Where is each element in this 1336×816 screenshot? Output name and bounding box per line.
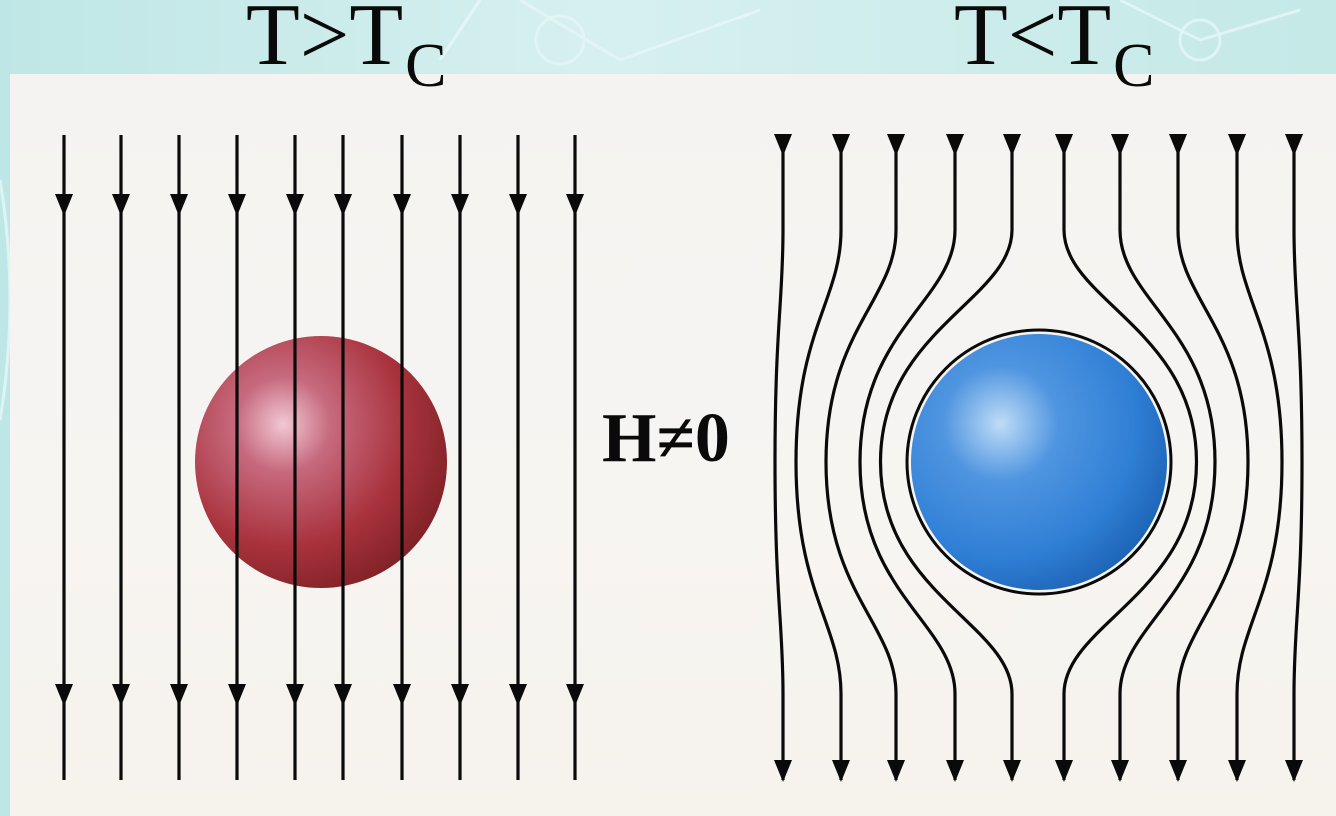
field-arrow bbox=[1169, 760, 1187, 782]
field-arrow bbox=[887, 134, 905, 156]
field-arrow bbox=[1111, 760, 1129, 782]
field-arrow bbox=[112, 684, 130, 706]
field-arrow bbox=[286, 684, 304, 706]
field-arrow bbox=[393, 684, 411, 706]
field-arrow bbox=[286, 194, 304, 216]
normal-state-field-lines bbox=[55, 135, 584, 780]
superconducting-state-title-text: T<T bbox=[954, 0, 1112, 84]
sphere-outline bbox=[905, 328, 1173, 596]
normal-state-title-subscript: C bbox=[405, 32, 447, 100]
field-arrow bbox=[334, 194, 352, 216]
field-arrow bbox=[509, 194, 527, 216]
superconducting-state-title: T<TC bbox=[954, 0, 1155, 97]
normal-state-title: T>TC bbox=[246, 0, 447, 97]
field-arrow bbox=[566, 194, 584, 216]
field-arrow bbox=[334, 684, 352, 706]
field-arrow bbox=[1055, 760, 1073, 782]
field-arrow bbox=[1003, 134, 1021, 156]
field-arrow bbox=[1228, 134, 1246, 156]
field-arrow bbox=[1055, 134, 1073, 156]
field-arrow bbox=[832, 134, 850, 156]
field-arrow bbox=[1285, 134, 1303, 156]
field-arrow bbox=[55, 684, 73, 706]
normal-state-title-text: T>T bbox=[246, 0, 404, 84]
field-arrow bbox=[887, 760, 905, 782]
field-line bbox=[794, 135, 843, 780]
field-arrow bbox=[946, 134, 964, 156]
field-arrow bbox=[170, 194, 188, 216]
field-line bbox=[858, 135, 957, 780]
field-line bbox=[1118, 135, 1217, 780]
field-arrow bbox=[393, 194, 411, 216]
field-line bbox=[1062, 135, 1199, 780]
superconducting-state-sphere bbox=[911, 334, 1167, 590]
field-arrow bbox=[946, 760, 964, 782]
field-arrow bbox=[170, 684, 188, 706]
field-label: H≠0 bbox=[602, 400, 730, 477]
field-arrow bbox=[1003, 760, 1021, 782]
field-arrow bbox=[228, 684, 246, 706]
field-arrow bbox=[55, 194, 73, 216]
field-line bbox=[773, 135, 785, 780]
normal-state-sphere bbox=[195, 336, 447, 588]
field-arrow bbox=[112, 194, 130, 216]
field-arrow bbox=[451, 194, 469, 216]
field-arrow bbox=[774, 134, 792, 156]
superconducting-state-title-subscript: C bbox=[1113, 32, 1155, 100]
field-arrow bbox=[228, 194, 246, 216]
field-line bbox=[1292, 135, 1304, 780]
field-arrow bbox=[451, 684, 469, 706]
field-arrow bbox=[774, 760, 792, 782]
field-arrow bbox=[832, 760, 850, 782]
field-arrow bbox=[509, 684, 527, 706]
field-arrow bbox=[1228, 760, 1246, 782]
field-line bbox=[1176, 135, 1250, 780]
field-line bbox=[1235, 135, 1284, 780]
field-arrow bbox=[566, 684, 584, 706]
field-arrow bbox=[1169, 134, 1187, 156]
field-arrow bbox=[1285, 760, 1303, 782]
superconducting-state-field-lines bbox=[773, 134, 1304, 782]
field-line bbox=[824, 135, 898, 780]
field-line bbox=[878, 135, 1014, 780]
field-arrow bbox=[1111, 134, 1129, 156]
